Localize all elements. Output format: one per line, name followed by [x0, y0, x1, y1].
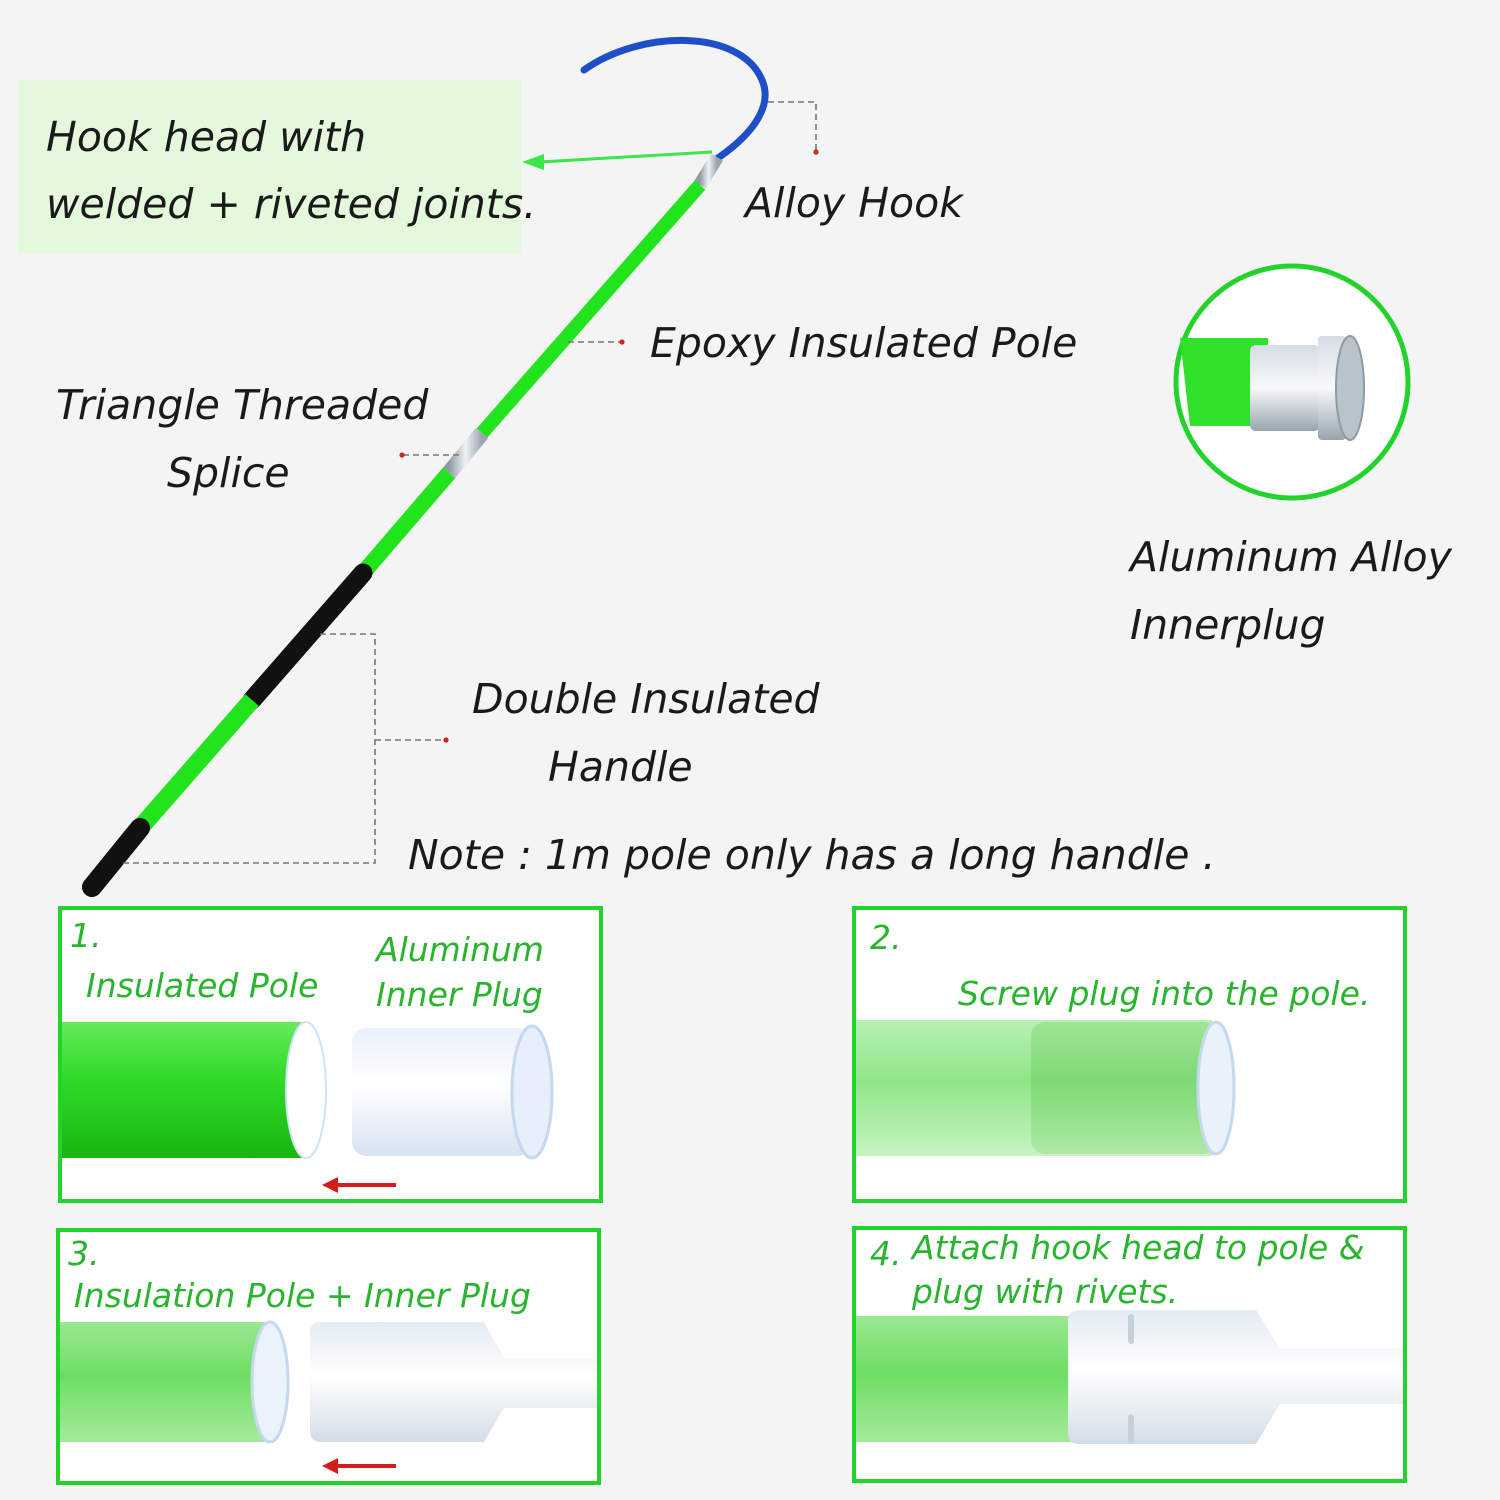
step-2-panel: 2. Screw plug into the pole.: [852, 906, 1407, 1203]
handle-label-line-1: Double Insulated: [472, 675, 820, 723]
step-4-number: 4.: [870, 1234, 902, 1273]
innerplug-label-line-2: Innerplug: [1130, 601, 1326, 649]
callout-line-1: Hook head with: [46, 113, 367, 161]
inner-plug-icon: [1173, 263, 1411, 501]
pole-illustration: [82, 37, 1411, 897]
splice-label-line-2: Splice: [167, 449, 290, 497]
handle-label-line-2: Handle: [548, 743, 693, 791]
step-3-number: 3.: [68, 1234, 100, 1273]
arrow-left-icon: [322, 1458, 396, 1474]
step-3-illustration: [60, 1320, 597, 1474]
pole-icon: [476, 180, 706, 438]
step-3-panel: 3. Insulation Pole + Inner Plug: [56, 1228, 601, 1485]
epoxy-pole-label: Epoxy Insulated Pole: [650, 319, 1078, 367]
alloy-hook-label: Alloy Hook: [745, 179, 963, 227]
step-2-illustration: [856, 1020, 1236, 1156]
step-4-text-line-2: plug with rivets.: [912, 1272, 1179, 1311]
splice-label-line-1: Triangle Threaded: [56, 381, 429, 429]
step-2-number: 2.: [870, 918, 902, 957]
step-1-text-b-line-2: Inner Plug: [376, 975, 543, 1014]
step-1-text-b-line-1: Aluminum: [376, 930, 544, 969]
hook-icon: [580, 37, 769, 164]
step-1-text-a: Insulated Pole: [86, 966, 319, 1005]
step-4-panel: 4. Attach hook head to pole & plug with …: [852, 1226, 1407, 1483]
step-3-text: Insulation Pole + Inner Plug: [74, 1276, 531, 1315]
step-1-panel: 1. Insulated Pole Aluminum Inner Plug: [58, 906, 603, 1203]
step-1-illustration: [62, 1021, 554, 1193]
step-2-text: Screw plug into the pole.: [958, 974, 1371, 1013]
step-1-number: 1.: [70, 916, 102, 955]
hook-head-callout: Hook head with welded + riveted joints.: [18, 80, 536, 253]
innerplug-label-line-1: Aluminum Alloy: [1130, 533, 1452, 581]
step-4-text-line-1: Attach hook head to pole &: [912, 1228, 1365, 1267]
callout-line-2: welded + riveted joints.: [46, 180, 537, 228]
arrow-left-icon: [322, 1177, 396, 1193]
step-4-illustration: [856, 1310, 1403, 1444]
note-text: Note : 1m pole only has a long handle .: [408, 831, 1216, 879]
